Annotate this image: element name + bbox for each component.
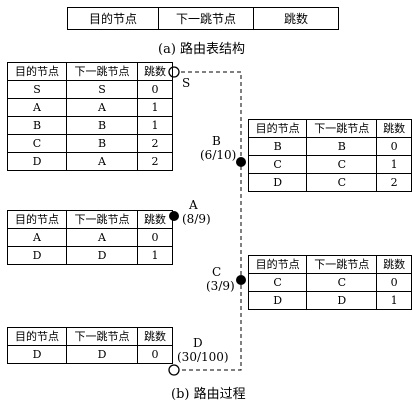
table-cell: C	[306, 273, 378, 292]
caption-a: (a) 路由表结构	[158, 42, 246, 57]
node-c-ratio: (3/9)	[206, 279, 235, 293]
table-cell: A	[66, 228, 138, 247]
table-cell: D	[247, 173, 308, 192]
table-cell: B	[66, 134, 138, 153]
table-cell: B	[306, 137, 378, 156]
table-cell: 1	[137, 116, 173, 135]
table-cell: A	[7, 228, 67, 247]
node-b-ratio: (6/10)	[200, 148, 237, 162]
table-header-cell: 下一跳节点	[66, 327, 138, 346]
node-a-label: A	[189, 198, 198, 212]
table-header-row: 目的节点下一跳节点跳数	[7, 210, 173, 229]
table-header-cell: 下一跳节点	[66, 210, 138, 229]
table-header-cell: 下一跳节点	[66, 62, 138, 81]
table-cell: D	[7, 345, 67, 364]
table-cell: A	[7, 98, 67, 117]
table-cell: D	[66, 345, 138, 364]
table-header-cell: 目的节点	[7, 62, 67, 81]
table-cell: B	[7, 116, 67, 135]
table-header-cell: 跳数	[137, 62, 173, 81]
table-cell: 0	[137, 345, 173, 364]
routing-table-format: 目的节点 下一跳节点 跳数	[67, 7, 339, 30]
table-header-cell: 下一跳节点	[306, 119, 378, 138]
table-header-cell: 跳数	[137, 210, 173, 229]
table-cell: 0	[137, 228, 173, 247]
node-s-label: S	[182, 76, 191, 90]
table-cell: B	[66, 116, 138, 135]
table-cell: 2	[137, 134, 173, 153]
node-a-ratio: (8/9)	[182, 212, 211, 226]
table-header-cell: 跳数	[137, 327, 173, 346]
table-cell: S	[7, 80, 67, 99]
table-cell: 1	[376, 155, 412, 174]
table-cell: 1	[376, 291, 412, 310]
node-d-label: D	[193, 336, 203, 350]
table-header-cell: 目的节点	[247, 255, 308, 274]
table-cell: C	[7, 134, 67, 153]
format-header-dest: 目的节点	[67, 7, 159, 30]
table-header-row: 目的节点下一跳节点跳数	[7, 327, 173, 346]
node-b-label: B	[212, 134, 221, 148]
node-d-ratio: (30/100)	[177, 350, 229, 364]
table-header-cell: 下一跳节点	[306, 255, 378, 274]
table-cell: S	[66, 80, 138, 99]
table-cell: 0	[376, 273, 412, 292]
table-header-cell: 目的节点	[7, 327, 67, 346]
table-header-row: 目的节点下一跳节点跳数	[7, 62, 173, 81]
table-header-cell: 跳数	[376, 119, 412, 138]
node-c-label: C	[212, 265, 222, 279]
node-c-circle	[236, 275, 246, 285]
table-cell: C	[306, 155, 378, 174]
table-cell: D	[306, 291, 378, 310]
table-header-row: 目的节点下一跳节点跳数	[247, 255, 412, 274]
table-header-cell: 目的节点	[247, 119, 308, 138]
table-cell: D	[66, 246, 138, 265]
table-cell: 0	[137, 80, 173, 99]
table-cell: 2	[376, 173, 412, 192]
node-b-circle	[236, 157, 246, 167]
caption-b: (b) 路由过程	[171, 387, 246, 402]
table-cell: 1	[137, 246, 173, 265]
table-cell: D	[7, 246, 67, 265]
table-cell: 1	[137, 98, 173, 117]
table-cell: 0	[376, 137, 412, 156]
table-cell: C	[247, 273, 308, 292]
table-cell: D	[7, 152, 67, 171]
table-cell: C	[306, 173, 378, 192]
table-cell: A	[66, 152, 138, 171]
node-d-circle	[168, 364, 180, 376]
table-header-cell: 跳数	[376, 255, 412, 274]
table-header-row: 目的节点下一跳节点跳数	[247, 119, 412, 138]
table-cell: A	[66, 98, 138, 117]
table-cell: 2	[137, 152, 173, 171]
table-cell: B	[247, 137, 308, 156]
table-header-cell: 目的节点	[7, 210, 67, 229]
table-cell: C	[247, 155, 308, 174]
table-cell: D	[247, 291, 308, 310]
format-header-hops: 跳数	[253, 7, 339, 30]
